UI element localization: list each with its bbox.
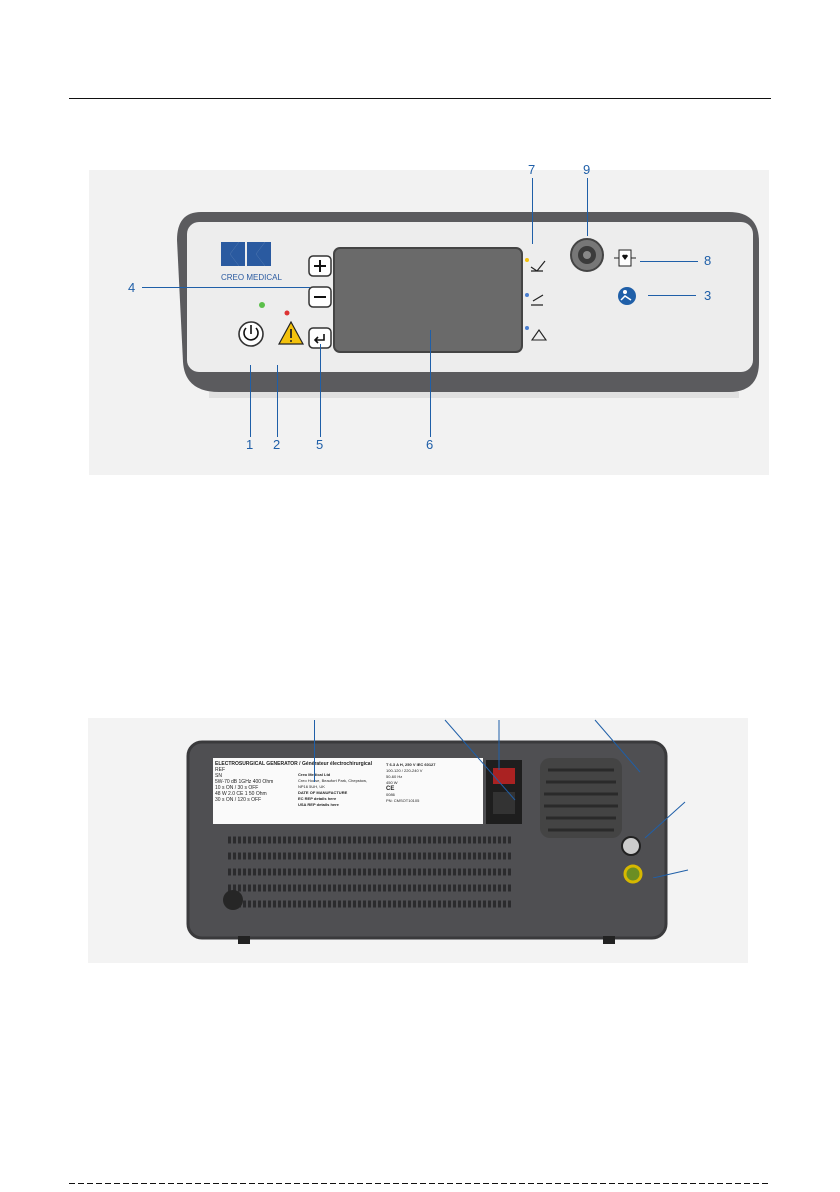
label-frequency: 50-60 Hz (386, 774, 403, 779)
rating-label (213, 758, 483, 824)
callout-line-5 (320, 344, 321, 437)
label-fuse: T 6.3 A H, 250 V IEC 60127 (386, 762, 436, 767)
callout-line-6 (430, 330, 431, 437)
callout-5: 5 (316, 437, 324, 452)
fan-grille (544, 768, 618, 832)
instructions-icon (618, 287, 636, 305)
footer-rule (69, 1183, 771, 1184)
rear-panel-figure (88, 718, 748, 963)
callout-line-9 (587, 178, 588, 236)
footswitch-port[interactable] (223, 890, 243, 910)
callout-line-2 (277, 365, 278, 437)
creo-brand-text: CREO MEDICAL (221, 273, 282, 282)
label-spec-3: 48 W 2.0 CE 1 50 Ohm (215, 791, 267, 797)
label-ce: CE (386, 786, 395, 792)
callout-6: 6 (426, 437, 434, 452)
callout-line-1 (250, 365, 251, 437)
plus-button[interactable] (308, 255, 332, 277)
defibrillation-proof-icon (614, 249, 636, 267)
creo-logo (221, 242, 271, 266)
label-spec-4: 30 s ON / 120 s OFF (215, 797, 262, 803)
vent-slots (228, 836, 513, 908)
rear-callout-lines (444, 719, 689, 878)
minus-button[interactable] (308, 286, 332, 308)
label-ec-rep: EC REP details here (298, 796, 337, 801)
callout-line-3 (648, 295, 696, 296)
warning-led (284, 310, 290, 316)
label-manufacturer-addr: Creo House, Beaufort Park, Chepstow, NP1… (298, 778, 367, 789)
header-rule (69, 98, 771, 99)
label-part-no: PN: CMSOT10105 (386, 798, 420, 803)
label-usa-rep: USA REP details here (298, 802, 339, 807)
rear-foot-right (603, 936, 615, 944)
label-ce-number: 0086 (386, 792, 395, 797)
callout-1: 1 (246, 437, 254, 452)
rating-label-text: ELECTROSURGICAL GENERATOR / Générateur é… (215, 761, 477, 803)
rear-connector[interactable] (621, 836, 641, 856)
label-ref: REF (215, 767, 225, 773)
front-panel-figure: CREO MEDICAL (89, 170, 769, 475)
label-title: ELECTROSURGICAL GENERATOR / Générateur é… (215, 761, 372, 767)
label-spec-2: 10 s ON / 30 s OFF (215, 785, 259, 791)
mode-indicators (525, 258, 548, 341)
equipotential-terminal[interactable] (623, 864, 643, 884)
rear-callout-line-a (314, 720, 315, 782)
callout-3: 3 (704, 288, 712, 303)
label-sn: SN (215, 773, 222, 779)
rear-foot-left (238, 936, 250, 944)
label-voltage: 100-120 / 220-240 V (386, 768, 423, 773)
callout-8: 8 (704, 253, 712, 268)
callout-7: 7 (528, 162, 536, 177)
label-power: 450 W (386, 780, 398, 785)
touch-screen[interactable] (333, 247, 523, 353)
label-date: DATE OF MANUFACTURE (298, 790, 348, 795)
callout-9: 9 (583, 162, 591, 177)
power-led (259, 302, 265, 308)
callout-2: 2 (273, 437, 281, 452)
housing-shadow (209, 392, 739, 398)
instrument-connector[interactable] (570, 238, 604, 272)
warning-icon (277, 320, 305, 345)
callout-line-7 (532, 178, 533, 244)
label-right: T 6.3 A H, 250 V IEC 60127 100-120 / 220… (386, 762, 481, 804)
label-spec-1: 5W-70 dB 1GHz 400 Ohm (215, 779, 274, 785)
callout-4: 4 (128, 280, 136, 295)
power-button[interactable] (238, 321, 264, 347)
callout-line-4 (142, 287, 310, 288)
label-center: Creo Medical Ltd Creo House, Beaufort Pa… (298, 772, 378, 808)
callout-line-8 (640, 261, 698, 262)
